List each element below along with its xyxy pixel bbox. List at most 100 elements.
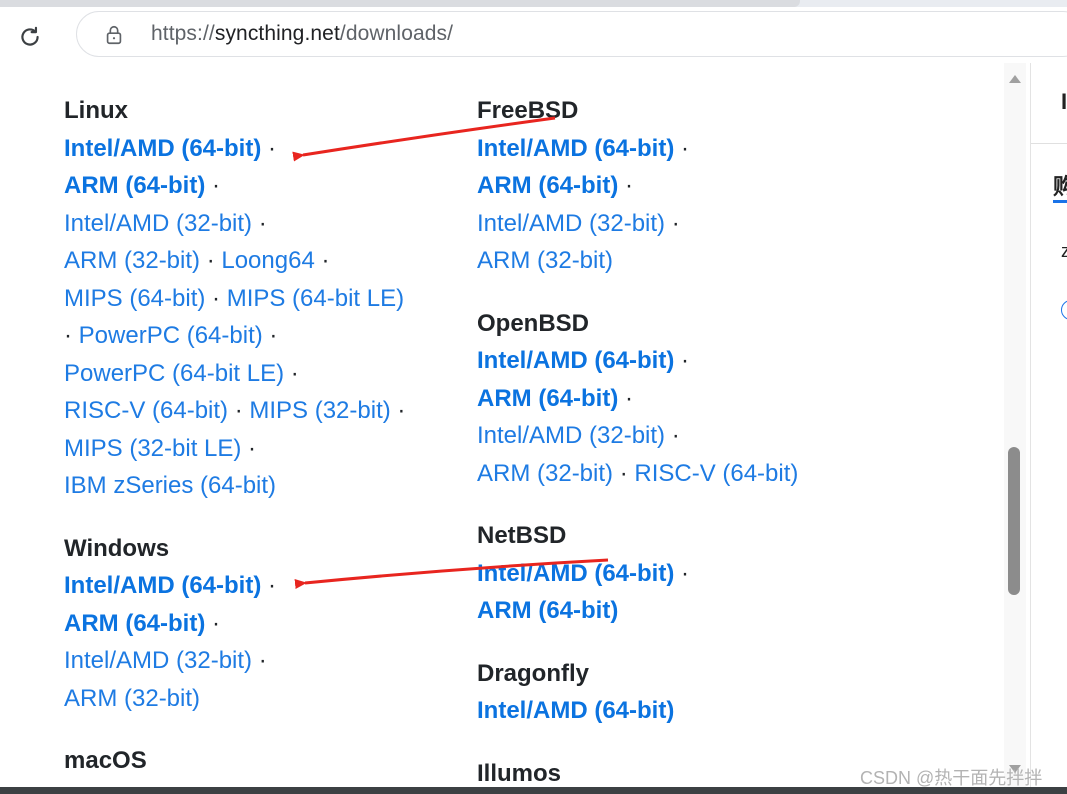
download-row: ARM (64-bit) · [477, 167, 897, 205]
separator-dot: · [665, 209, 680, 237]
separator-dot: · [252, 209, 267, 237]
download-row: Intel/AMD (64-bit) · [477, 130, 897, 168]
os-section-macos: macOS [64, 742, 454, 780]
download-link-arm-32-bit[interactable]: ARM (32-bit) [477, 247, 614, 274]
download-link-risc-v-64-bit[interactable]: RISC-V (64-bit) [64, 397, 229, 424]
scrollbar-thumb[interactable] [1008, 447, 1020, 595]
download-link-powerpc-64-bit-le[interactable]: PowerPC (64-bit LE) [64, 359, 285, 387]
download-row: Intel/AMD (32-bit) · [64, 642, 454, 680]
download-link-arm-64-bit[interactable]: ARM (64-bit) [64, 609, 206, 637]
separator-dot: · [200, 247, 222, 274]
download-link-mips-64-bit[interactable]: MIPS (64-bit) [64, 284, 206, 312]
download-row: Intel/AMD (64-bit) · [477, 342, 897, 380]
url-scheme: https:// [151, 22, 215, 45]
separator-dot: · [613, 459, 635, 487]
download-row: ARM (32-bit) [477, 242, 897, 280]
url-text[interactable]: https://syncthing.net/downloads/ [151, 22, 453, 46]
os-heading: FreeBSD [477, 97, 579, 124]
separator-dot: · [618, 384, 633, 412]
download-link-intel-amd-32-bit[interactable]: Intel/AMD (32-bit) [477, 209, 666, 237]
active-tab[interactable] [0, 0, 800, 7]
download-link-intel-amd-64-bit[interactable]: Intel/AMD (64-bit) [477, 559, 675, 587]
separator-dot: · [241, 434, 257, 462]
separator-dot: · [618, 172, 633, 199]
os-section-illumos: Illumos [477, 755, 897, 788]
os-heading: macOS [64, 747, 147, 774]
address-bar[interactable]: https://syncthing.net/downloads/ [76, 11, 1067, 57]
scroll-down-arrow-icon[interactable] [1009, 765, 1021, 773]
separator-dot: · [284, 359, 299, 387]
download-link-arm-64-bit[interactable]: ARM (64-bit) [477, 597, 619, 624]
download-link-intel-amd-64-bit[interactable]: Intel/AMD (64-bit) [477, 347, 675, 374]
separator-dot: · [390, 397, 406, 424]
download-link-intel-amd-32-bit[interactable]: Intel/AMD (32-bit) [64, 209, 253, 237]
download-link-mips-64-bit-le[interactable]: MIPS (64-bit LE) [226, 284, 405, 312]
download-row: Intel/AMD (64-bit) · [64, 567, 454, 605]
download-link-loong64[interactable]: Loong64 [221, 247, 315, 274]
download-link-intel-amd-32-bit[interactable]: Intel/AMD (32-bit) [64, 647, 253, 674]
url-host: syncthing.net [214, 22, 340, 45]
separator-dot: · [205, 172, 220, 199]
download-link-intel-amd-32-bit[interactable]: Intel/AMD (32-bit) [477, 422, 666, 449]
side-panel-text-fragment: z [1061, 241, 1067, 261]
download-row: PowerPC (64-bit LE) · [64, 355, 454, 393]
download-link-intel-amd-64-bit[interactable]: Intel/AMD (64-bit) [477, 134, 675, 162]
download-link-arm-64-bit[interactable]: ARM (64-bit) [477, 384, 619, 412]
side-panel-tab-fragment[interactable]: 购 [1053, 174, 1067, 199]
side-panel-divider [1031, 143, 1067, 144]
download-link-mips-32-bit-le[interactable]: MIPS (32-bit LE) [64, 434, 242, 462]
separator-dot: · [262, 322, 278, 349]
side-panel-title-fragment: I [1061, 89, 1067, 114]
page-scrollbar[interactable] [1004, 63, 1026, 787]
download-row: Intel/AMD (32-bit) · [477, 205, 897, 243]
separator-dot: · [674, 134, 689, 162]
download-row: Intel/AMD (64-bit) · [64, 130, 454, 168]
separator-dot: · [314, 247, 330, 274]
side-panel: I 购 z [1030, 63, 1067, 787]
download-link-arm-64-bit[interactable]: ARM (64-bit) [64, 172, 206, 199]
download-link-intel-amd-64-bit[interactable]: Intel/AMD (64-bit) [477, 697, 675, 724]
separator-dot: · [205, 284, 227, 312]
url-path: /downloads/ [339, 22, 454, 45]
site-info-icon[interactable] [103, 24, 125, 46]
tab-strip [0, 0, 1067, 7]
browser-toolbar: https://syncthing.net/downloads/ [0, 7, 1067, 63]
download-link-risc-v-64-bit[interactable]: RISC-V (64-bit) [634, 459, 799, 487]
download-link-intel-amd-64-bit[interactable]: Intel/AMD (64-bit) [64, 134, 262, 162]
reload-icon [21, 26, 39, 46]
os-heading: Linux [64, 97, 128, 124]
download-link-arm-32-bit[interactable]: ARM (32-bit) [64, 247, 201, 274]
scroll-up-arrow-icon[interactable] [1009, 75, 1021, 83]
download-link-arm-64-bit[interactable]: ARM (64-bit) [477, 172, 619, 199]
separator-dot: · [261, 134, 276, 162]
download-link-ibm-zseries-64-bit[interactable]: IBM zSeries (64-bit) [64, 472, 277, 499]
download-row: Intel/AMD (64-bit) [477, 692, 897, 730]
download-row: ARM (32-bit) [64, 680, 454, 718]
separator-dot: · [64, 322, 79, 349]
separator-dot: · [261, 572, 276, 599]
download-row: ARM (32-bit) · Loong64 · [64, 242, 454, 280]
download-row: ARM (64-bit) · [64, 167, 454, 205]
os-heading: OpenBSD [477, 309, 590, 337]
download-row: ARM (64-bit) · [64, 605, 454, 643]
separator-dot: · [674, 347, 689, 374]
download-row: MIPS (32-bit LE) · [64, 430, 454, 468]
download-link-mips-32-bit[interactable]: MIPS (32-bit) [249, 397, 391, 424]
download-link-intel-amd-64-bit[interactable]: Intel/AMD (64-bit) [64, 572, 262, 599]
download-link-arm-32-bit[interactable]: ARM (32-bit) [64, 684, 201, 712]
download-link-arm-32-bit[interactable]: ARM (32-bit) [477, 459, 614, 487]
download-row: IBM zSeries (64-bit) [64, 467, 454, 505]
side-panel-circle-icon[interactable] [1061, 300, 1067, 320]
side-panel-tab-indicator [1053, 200, 1067, 203]
download-row: MIPS (64-bit) · MIPS (64-bit LE) [64, 280, 454, 318]
download-row: ARM (64-bit) [477, 592, 897, 630]
reload-button[interactable] [12, 19, 48, 55]
download-link-powerpc-64-bit[interactable]: PowerPC (64-bit) [78, 322, 263, 349]
download-row: Intel/AMD (64-bit) · [477, 555, 897, 593]
